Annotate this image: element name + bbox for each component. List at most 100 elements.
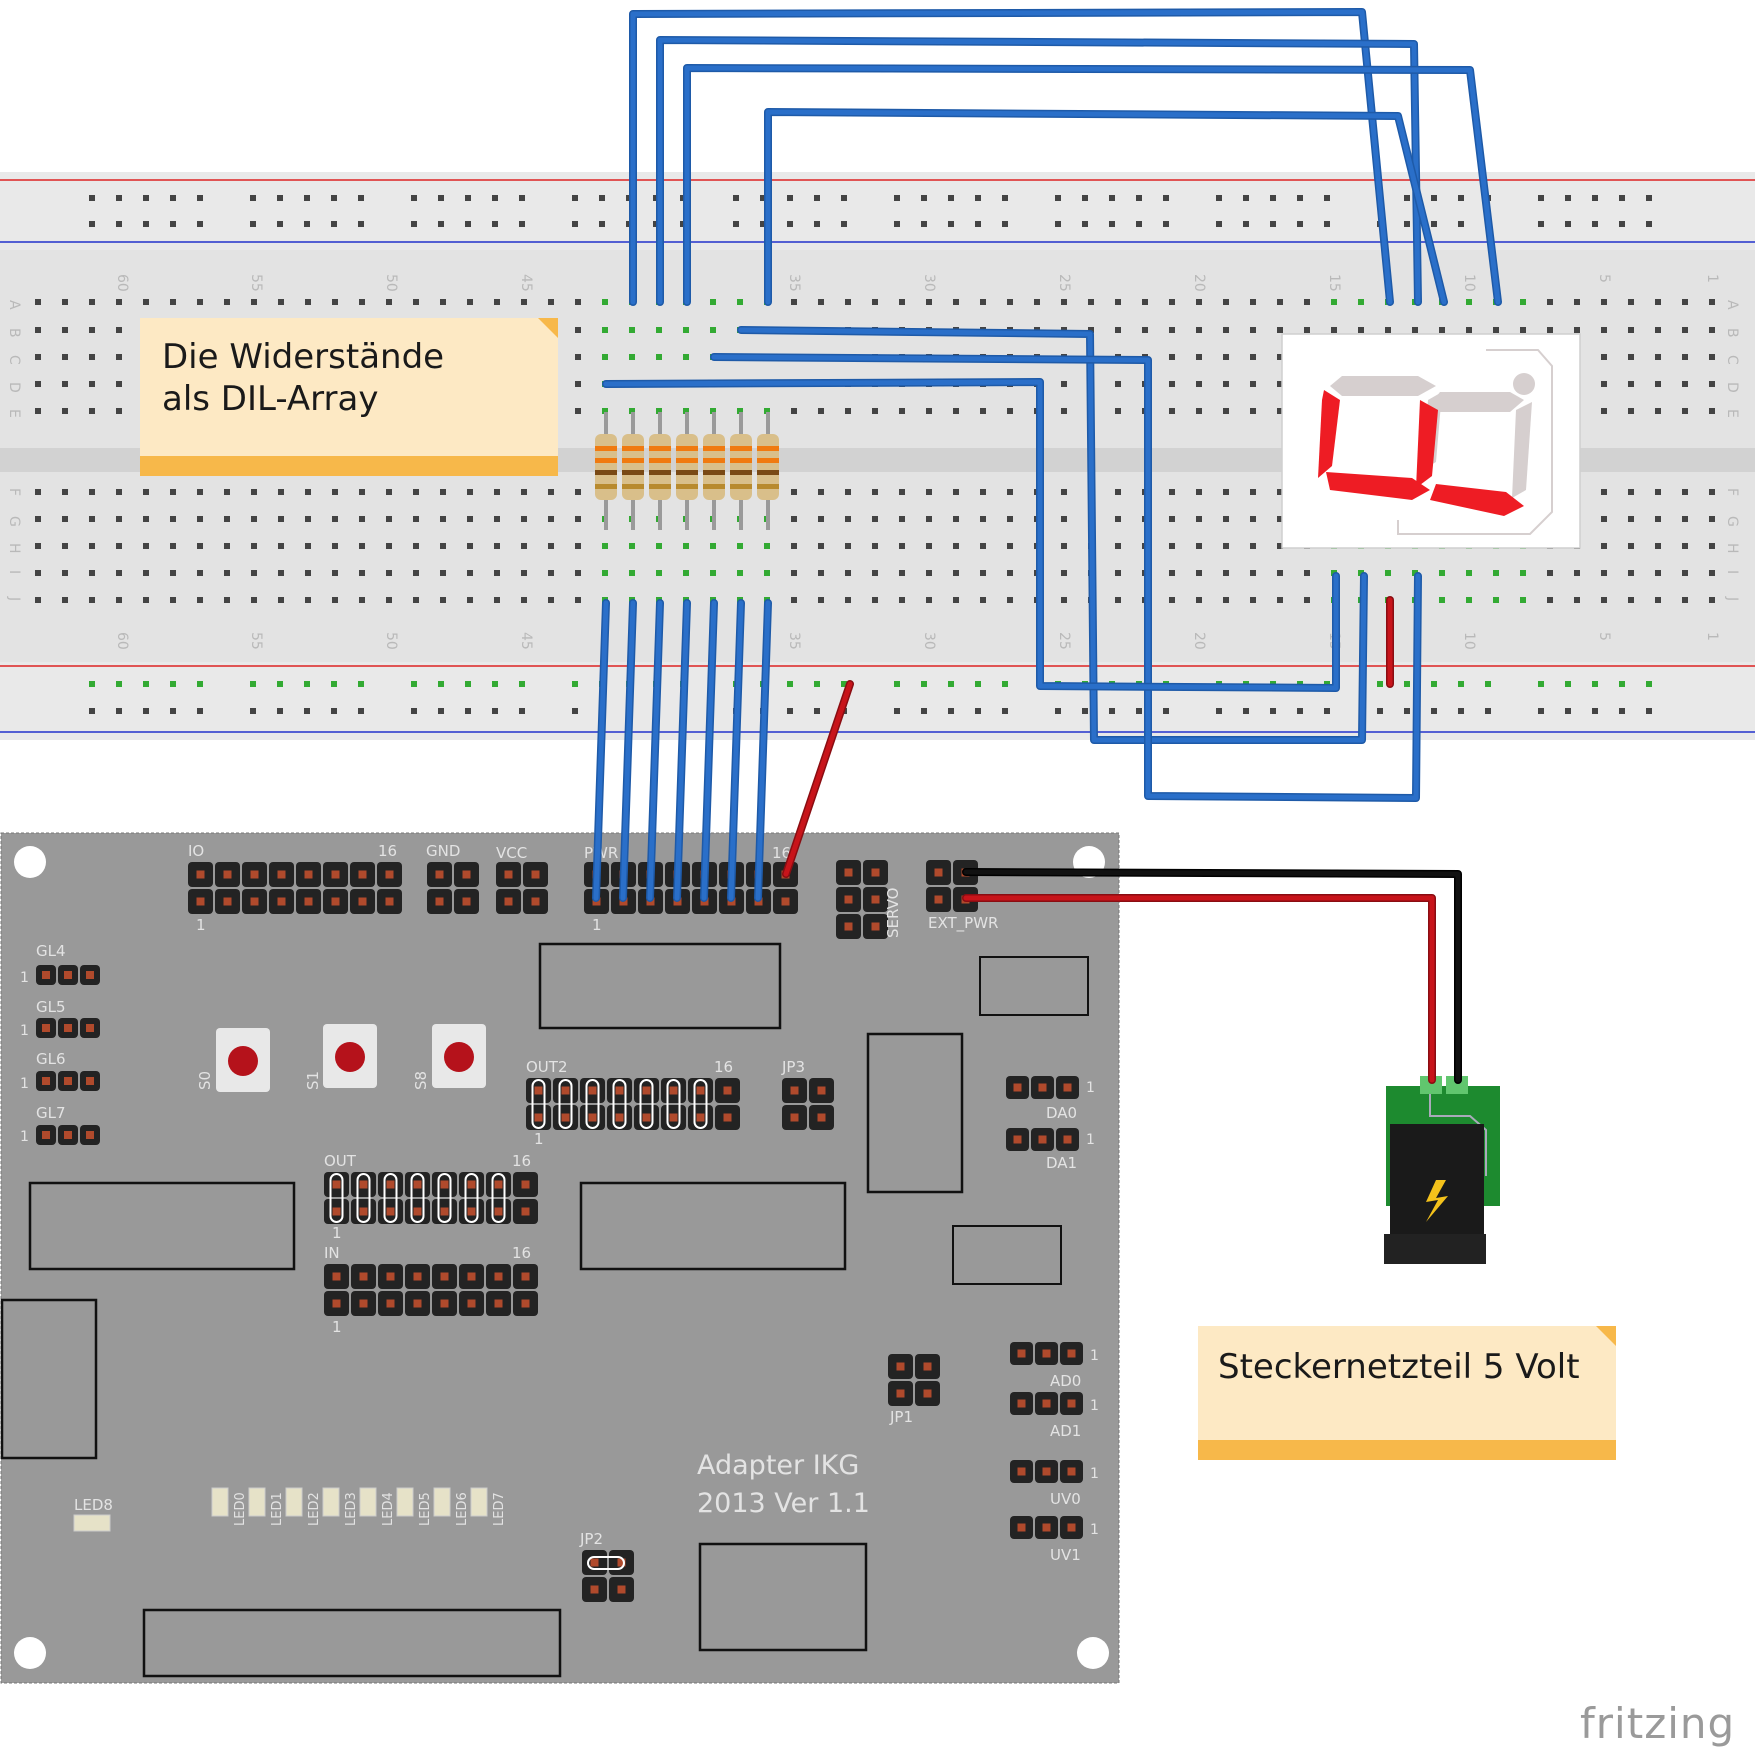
- rail-hole: [358, 221, 364, 227]
- breadboard-hole: [980, 597, 986, 603]
- breadboard-hole: [278, 543, 284, 549]
- rail-hole: [250, 708, 256, 714]
- header-pin: [64, 1077, 72, 1085]
- wire-seg-g: [603, 379, 1339, 691]
- breadboard-hole: [1601, 408, 1607, 414]
- button-s8[interactable]: [432, 1024, 486, 1088]
- note-corner: [1596, 1326, 1616, 1346]
- breadboard-hole: [143, 489, 149, 495]
- breadboard-hole: [116, 570, 122, 576]
- breadboard-hole: [467, 489, 473, 495]
- col-number: 10: [1461, 274, 1477, 292]
- button-cap[interactable]: [228, 1046, 258, 1076]
- rail-hole: [1538, 195, 1544, 201]
- rail-hole: [1270, 221, 1276, 227]
- rail-hole: [358, 681, 364, 687]
- wire-vcc: [783, 681, 853, 877]
- breadboard-hole: [116, 543, 122, 549]
- breadboard-hole: [116, 408, 122, 414]
- breadboard-hole: [278, 570, 284, 576]
- rail-hole: [1458, 681, 1464, 687]
- breadboard-hole: [629, 570, 635, 576]
- header-pin: [494, 1207, 503, 1216]
- breadboard-hole: [35, 327, 41, 333]
- breadboard-hole: [1709, 597, 1715, 603]
- breadboard-hole: [62, 489, 68, 495]
- breadboard-hole: [1115, 570, 1121, 576]
- resistor-band: [676, 458, 698, 463]
- row-letter: E: [1724, 409, 1740, 418]
- breadboard-hole: [1331, 299, 1337, 305]
- breadboard-hole: [926, 570, 932, 576]
- col-number: 35: [786, 632, 802, 650]
- rail-hole: [331, 681, 337, 687]
- breadboard-hole: [899, 516, 905, 522]
- breadboard-hole: [521, 597, 527, 603]
- rail-hole: [250, 681, 256, 687]
- button-cap[interactable]: [335, 1042, 365, 1072]
- col-number: 1: [1704, 632, 1720, 641]
- header-pin: [1038, 1083, 1047, 1092]
- resistor-band: [703, 446, 725, 451]
- note-text-line2: als DIL-Array: [162, 379, 378, 419]
- breadboard-hole: [62, 597, 68, 603]
- rail-hole: [975, 221, 981, 227]
- col-number: 25: [1056, 274, 1072, 292]
- rail-hole: [1646, 195, 1652, 201]
- header-pin: [462, 870, 471, 879]
- breadboard-hole: [845, 489, 851, 495]
- breadboard-hole: [953, 570, 959, 576]
- breadboard-hole: [1682, 299, 1688, 305]
- header-pin: [669, 1086, 678, 1095]
- header-pin: [531, 870, 540, 879]
- header-pin: [561, 1113, 570, 1122]
- breadboard-hole: [1628, 299, 1634, 305]
- button-s0[interactable]: [216, 1028, 270, 1092]
- wire-resistor-1: [620, 600, 636, 901]
- rail-hole: [492, 221, 498, 227]
- breadboard-hole: [791, 597, 797, 603]
- breadboard-hole: [980, 543, 986, 549]
- rail-hole: [921, 708, 927, 714]
- rail-hole: [1646, 708, 1652, 714]
- header-pin: [462, 897, 471, 906]
- rail-hole: [1377, 681, 1383, 687]
- rail-hole: [465, 221, 471, 227]
- rail-hole: [1404, 221, 1410, 227]
- header-pin: [435, 870, 444, 879]
- breadboard-hole: [1520, 597, 1526, 603]
- header-pin: [386, 1207, 395, 1216]
- rail-hole: [1082, 195, 1088, 201]
- led-package: [211, 1487, 229, 1517]
- breadboard-hole: [197, 299, 203, 305]
- header-pin: [1067, 1399, 1076, 1408]
- breadboard-hole: [224, 299, 230, 305]
- breadboard-hole: [359, 489, 365, 495]
- breadboard-hole: [62, 327, 68, 333]
- breadboard-hole: [494, 299, 500, 305]
- rail-hole: [116, 681, 122, 687]
- header-pin: [534, 1086, 543, 1095]
- header-pin: [42, 1024, 50, 1032]
- led8-package: [73, 1514, 111, 1532]
- breadboard-hole: [1169, 489, 1175, 495]
- header-pin: [696, 1113, 705, 1122]
- breadboard-hole: [980, 489, 986, 495]
- rail-hole: [841, 195, 847, 201]
- button-s1[interactable]: [323, 1024, 377, 1088]
- header-pin: [196, 870, 205, 879]
- breadboard-hole: [1655, 489, 1661, 495]
- breadboard-hole: [440, 543, 446, 549]
- jumper-cap: [531, 1079, 546, 1129]
- header-pin: [494, 1180, 503, 1189]
- col-number: 45: [518, 274, 534, 292]
- rail-hole: [975, 708, 981, 714]
- breadboard-hole: [440, 299, 446, 305]
- wire-resistor-4: [701, 600, 717, 901]
- rail-hole: [89, 195, 95, 201]
- breadboard-hole: [1682, 543, 1688, 549]
- header-pin: [923, 1362, 932, 1371]
- button-cap[interactable]: [444, 1042, 474, 1072]
- breadboard-hole: [440, 489, 446, 495]
- label-uv1: UV1: [1050, 1546, 1081, 1564]
